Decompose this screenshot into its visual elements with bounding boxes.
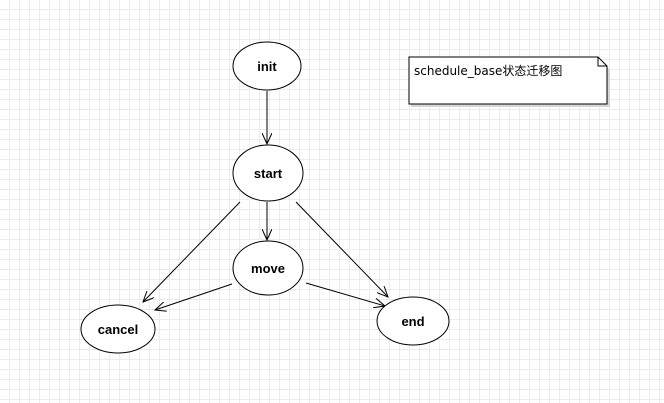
state-node-init[interactable]: init (232, 41, 302, 91)
state-node-cancel-shape (80, 304, 156, 354)
note-text: schedule_base状态迁移图 (414, 64, 562, 78)
state-label-end: end (401, 314, 424, 329)
edges-layer (143, 91, 388, 310)
state-label-start: start (254, 166, 283, 181)
edge-start-to-end (295, 201, 388, 297)
note-fold-corner (597, 57, 607, 67)
edge-start-to-cancel (143, 201, 241, 302)
state-label-init: init (257, 59, 277, 74)
state-node-start-shape (232, 144, 304, 202)
state-label-move: move (251, 261, 285, 276)
state-node-end[interactable]: end (376, 296, 450, 346)
state-node-start[interactable]: start (232, 144, 304, 202)
edge-move-to-end (305, 282, 385, 306)
state-node-cancel[interactable]: cancel (80, 304, 156, 354)
state-node-move-shape (232, 240, 304, 296)
edge-move-to-cancel (155, 283, 233, 310)
note-shape (408, 56, 608, 105)
diagram-note[interactable]: schedule_base状态迁移图 (408, 56, 610, 107)
state-node-init-shape (232, 41, 302, 91)
state-label-cancel: cancel (98, 322, 138, 337)
state-node-move[interactable]: move (232, 240, 304, 296)
state-node-end-shape (376, 296, 450, 346)
